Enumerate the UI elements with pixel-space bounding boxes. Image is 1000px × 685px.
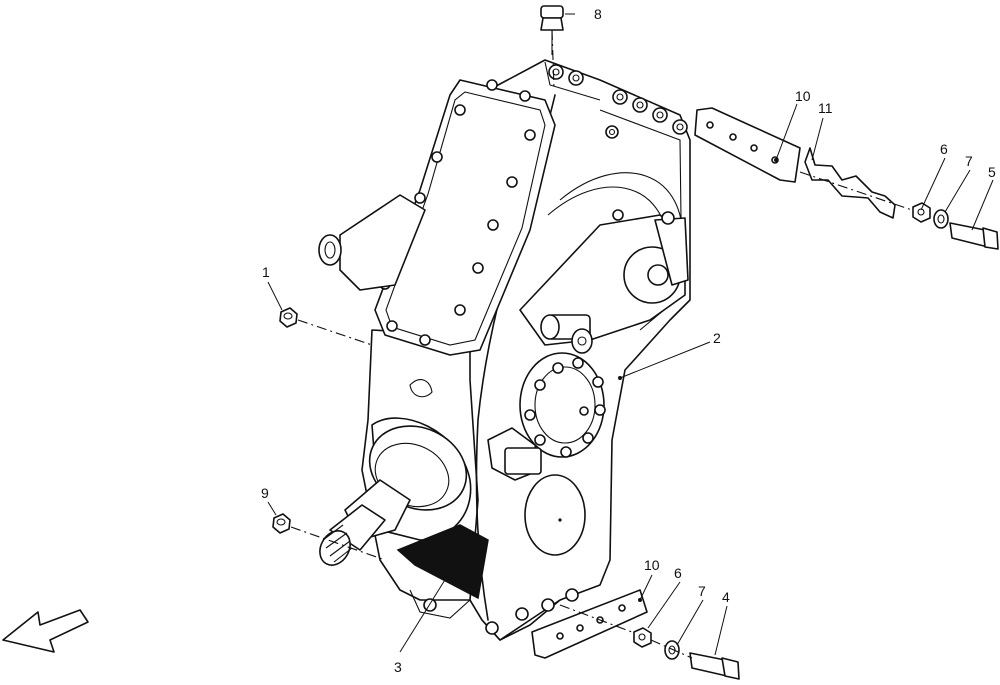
callout-10-top: 10 — [795, 88, 811, 104]
callout-3: 3 — [394, 659, 402, 675]
front-arm — [519, 209, 689, 354]
shim-plate — [799, 147, 913, 219]
output-shaft — [319, 379, 472, 566]
callout-1: 1 — [262, 264, 270, 280]
callout-6-top: 6 — [940, 141, 948, 157]
rear-arm — [318, 194, 426, 291]
leader-lines — [267, 13, 994, 656]
callout-7-bottom: 7 — [698, 583, 706, 599]
callout-5: 5 — [988, 164, 996, 180]
bottom-fastener-set — [633, 627, 740, 680]
breather-plug — [540, 5, 564, 89]
callout-6-bottom: 6 — [674, 565, 682, 581]
callout-10-bottom: 10 — [644, 557, 660, 573]
callout-7-top: 7 — [965, 153, 973, 169]
round-inspection-cover — [524, 474, 586, 556]
top-fastener-set — [912, 202, 999, 250]
arrow-down-left-icon — [2, 609, 89, 653]
callout-8: 8 — [594, 6, 602, 22]
bracket-plate-top — [694, 107, 801, 183]
bearing-flange — [519, 352, 606, 458]
top-flange-bolts — [548, 64, 688, 139]
drain-plug-block — [487, 427, 542, 481]
nut-left — [279, 307, 373, 346]
callout-2: 2 — [713, 330, 721, 346]
bottom-flange-bolts — [423, 588, 579, 635]
callout-4: 4 — [722, 589, 730, 605]
callout-11: 11 — [818, 100, 833, 116]
bracket-plate-bottom — [531, 589, 648, 659]
side-cover-plate — [374, 79, 556, 356]
callout-9: 9 — [261, 485, 269, 501]
nut-lower-left — [272, 513, 386, 561]
data-plate — [396, 524, 489, 600]
